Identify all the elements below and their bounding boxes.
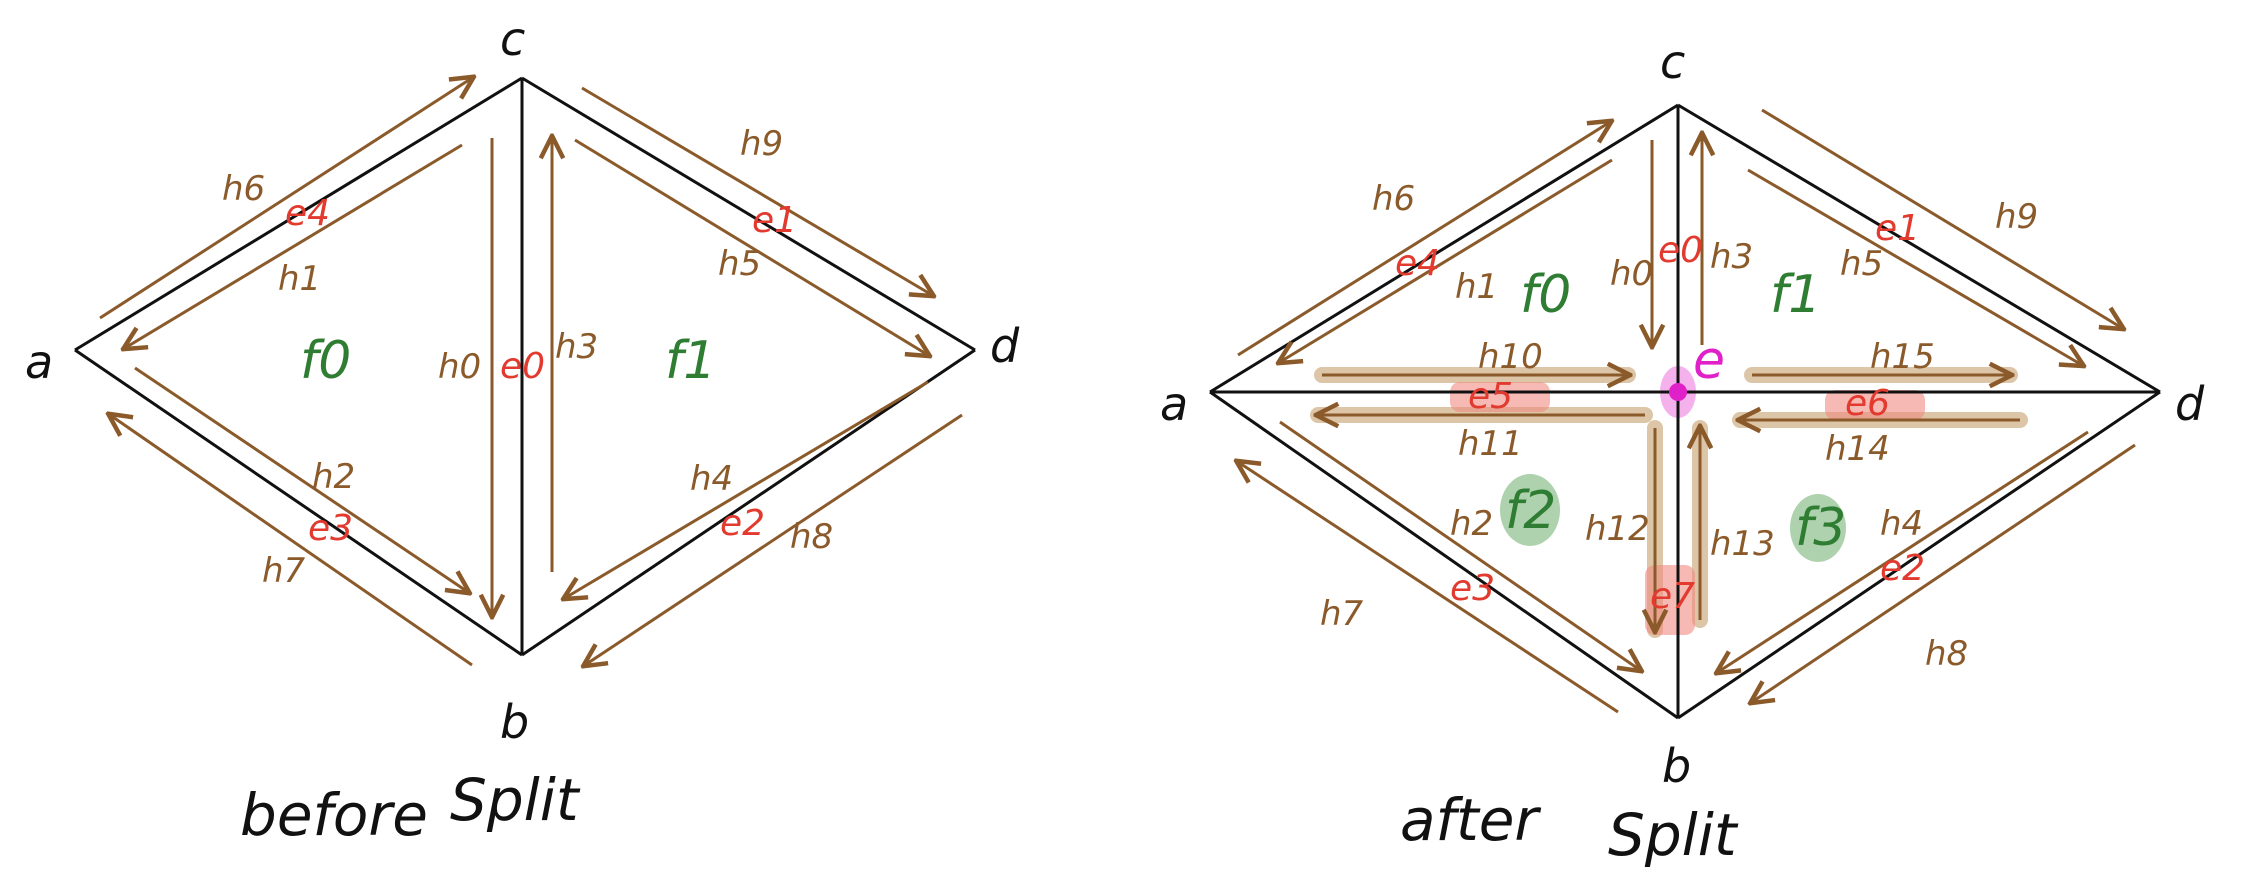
vertex-label-b-after: b <box>1662 739 1691 793</box>
halfedge-h7-after-arrow <box>1238 462 1619 714</box>
edge-a-c <box>74 76 523 352</box>
before-edges <box>74 76 976 657</box>
halfedge-label-h6-after: h6 <box>1372 179 1415 219</box>
halfedge-h9-arrow <box>581 86 932 295</box>
halfedge-h6-arrow <box>99 78 472 320</box>
edge-label-e1-after: e1 <box>1875 208 1920 249</box>
halfedge-h8-arrow <box>585 413 963 665</box>
edge-d-b-after <box>1677 390 2161 720</box>
halfedge-label-h1-after: h1 <box>1455 267 1498 307</box>
halfedge-h4-after-arrow <box>1718 430 2089 672</box>
edge-label-e6-after: e6 <box>1845 383 1890 424</box>
edge-c-d <box>521 76 976 352</box>
halfedge-h5-arrow <box>574 138 928 355</box>
halfedge-label-h9: h9 <box>740 124 783 164</box>
halfedge-label-h9-after: h9 <box>1995 197 2038 237</box>
vertex-label-a: a <box>25 335 53 389</box>
vertex-label-c-after: c <box>1660 35 1685 89</box>
caption-before: before <box>240 781 428 849</box>
halfedge-h2-arrow <box>134 366 468 592</box>
edge-d-b <box>521 348 976 657</box>
halfedge-label-h3-after: h3 <box>1710 237 1753 277</box>
edge-label-e4: e4 <box>285 193 330 234</box>
halfedge-label-h13-after: h13 <box>1710 524 1775 564</box>
halfedge-label-h12-after: h12 <box>1585 509 1650 549</box>
halfedge-h7-arrow <box>110 415 473 667</box>
edge-label-e4-after: e4 <box>1395 243 1440 284</box>
halfedge-label-h8: h8 <box>790 517 833 557</box>
face-label-f1: f1 <box>665 331 716 391</box>
face-label-f2-after: f2 <box>1505 481 1556 541</box>
halfedge-label-h15-after: h15 <box>1870 337 1935 377</box>
before-halfedges <box>99 78 963 667</box>
highlight-e6 <box>1825 390 1925 420</box>
halfedge-label-h5-after: h5 <box>1840 244 1883 284</box>
vertex-label-d: d <box>990 319 1020 373</box>
vertex-label-b: b <box>500 695 529 749</box>
halfedge-label-h2: h2 <box>312 457 355 497</box>
halfedge-label-h6: h6 <box>222 169 265 209</box>
after-split-diagram: e a b c d f0 f1 f2 f3 e0 e1 e2 e3 e4 e5 … <box>1160 35 2205 869</box>
halfedge-label-h1: h1 <box>278 259 321 299</box>
edge-label-e3-after: e3 <box>1450 568 1495 609</box>
halfedge-label-h0-after: h0 <box>1610 254 1653 294</box>
after-halfedges <box>1237 108 2136 714</box>
halfedge-label-h8-after: h8 <box>1925 634 1968 674</box>
halfedge-label-h7: h7 <box>262 551 306 591</box>
edge-a-c-after <box>1209 103 1679 394</box>
face-label-f0-after: f0 <box>1520 265 1571 325</box>
highlight-f3 <box>1790 494 1846 562</box>
face-label-f3-after: f3 <box>1795 498 1846 558</box>
halfedge-label-h0: h0 <box>438 347 481 387</box>
highlight-e5 <box>1450 382 1550 412</box>
face-label-f0: f0 <box>300 331 351 391</box>
halfedge-label-h4-after: h4 <box>1880 504 1923 544</box>
before-split-diagram: a b c d f0 f1 e0 e1 e2 e3 e4 h0 h1 h2 h3… <box>25 12 1020 849</box>
halfedge-h6-after-arrow <box>1237 122 1610 357</box>
edge-label-e0-after: e0 <box>1658 230 1703 271</box>
edge-label-e0: e0 <box>500 346 545 387</box>
vertex-label-d-after: d <box>2175 377 2205 431</box>
edge-label-e2: e2 <box>720 503 765 544</box>
halfedge-h1-after-arrow <box>1280 158 1613 362</box>
halfedge-label-h2-after: h2 <box>1450 504 1493 544</box>
halfedge-label-h10-after: h10 <box>1478 337 1543 377</box>
vertex-label-a-after: a <box>1160 377 1188 431</box>
halfedge-h2-after-arrow <box>1279 420 1640 670</box>
halfedge-h5-after-arrow <box>1747 168 2082 365</box>
halfedge-h9-after-arrow <box>1761 108 2122 328</box>
halfedge-h4-arrow <box>565 380 929 598</box>
highlight-f2 <box>1500 474 1560 546</box>
face-label-f1-after: f1 <box>1770 265 1821 325</box>
caption-split-left: Split <box>450 766 581 834</box>
halfedge-label-h14-after: h14 <box>1825 429 1890 469</box>
vertex-label-e: e <box>1693 331 1725 391</box>
caption-after: after <box>1400 786 1541 854</box>
halfedge-label-h4: h4 <box>690 459 733 499</box>
halfedge-label-h5: h5 <box>718 244 761 284</box>
halfedge-label-h7-after: h7 <box>1320 594 1364 634</box>
edge-label-e7-after: e7 <box>1650 576 1695 617</box>
edge-label-e2-after: e2 <box>1880 548 1925 589</box>
halfedge-label-h11-after: h11 <box>1458 424 1523 464</box>
edge-b-a <box>74 348 523 657</box>
after-edges <box>1209 103 2161 720</box>
halfedge-h1-arrow <box>125 143 463 348</box>
edge-label-e3: e3 <box>308 508 353 549</box>
halfedge-label-h3: h3 <box>555 327 598 367</box>
edge-b-a-after <box>1209 390 1679 720</box>
new-vertex-e-dot <box>1669 383 1687 401</box>
edge-label-e1: e1 <box>752 200 797 241</box>
vertex-label-c: c <box>500 12 525 66</box>
halfedge-h8-after-arrow <box>1752 443 2136 702</box>
edge-label-e5-after: e5 <box>1468 376 1513 417</box>
caption-split-right: Split <box>1608 801 1739 869</box>
